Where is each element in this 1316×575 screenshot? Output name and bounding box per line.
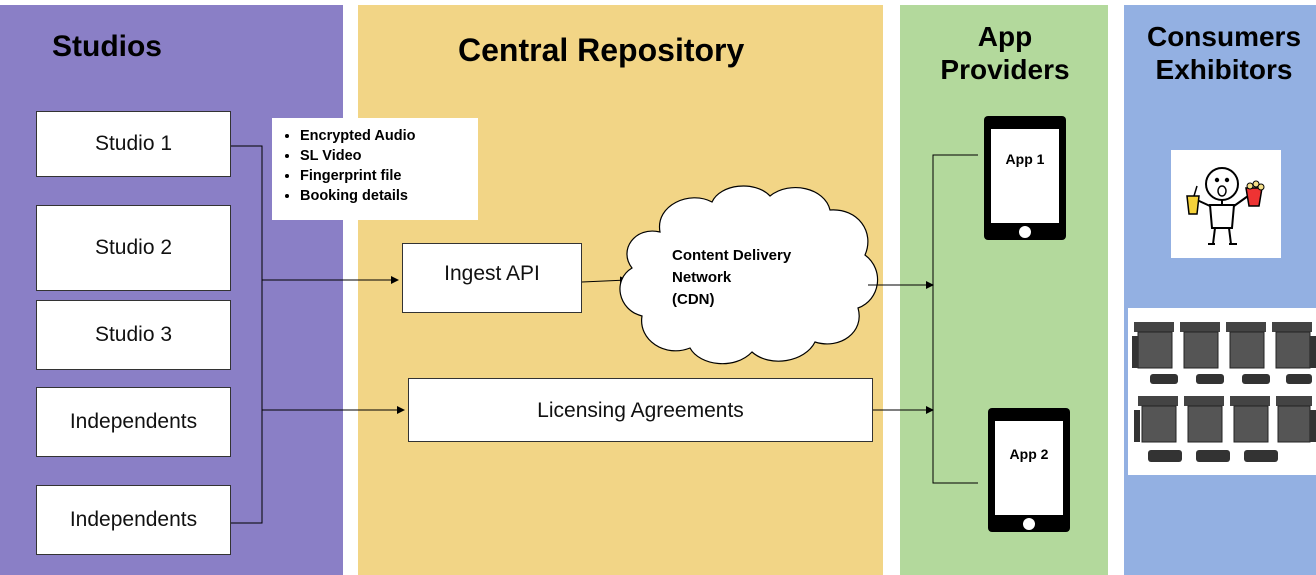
independents-box-1[interactable]: Independents <box>36 387 231 457</box>
phone-2-icon <box>988 408 1070 532</box>
consumers-title-line2: Exhibitors <box>1155 54 1293 85</box>
deliverable-item: Booking details <box>300 186 468 206</box>
app-providers-title: App Providers <box>905 20 1105 86</box>
phone-1-icon <box>984 116 1066 240</box>
arrow-ingest-to-cdn <box>581 276 628 285</box>
central-repository-title: Central Repository <box>458 32 745 68</box>
ingest-api-box[interactable]: Ingest API <box>402 243 582 313</box>
independents-box-2[interactable]: Independents <box>36 485 231 555</box>
app-providers-title-line2: Providers <box>940 54 1070 85</box>
consumers-title-line1: Consumers <box>1146 21 1302 52</box>
app-2-label: App 2 <box>1009 446 1049 462</box>
studio-box-1[interactable]: Studio 1 <box>36 111 231 177</box>
moviegoer-icon <box>1171 150 1281 258</box>
cdn-label-line1: Content Delivery <box>672 247 792 264</box>
studio-collector-bracket <box>231 145 263 524</box>
deliverables-list: Encrypted Audio SL Video Fingerprint fil… <box>282 126 468 206</box>
studio-box-3[interactable]: Studio 3 <box>36 300 231 370</box>
deliverables-note: Encrypted Audio SL Video Fingerprint fil… <box>272 118 478 220</box>
cdn-label-line2: Network <box>672 269 732 286</box>
consumers-exhibitors-lane <box>1124 5 1316 575</box>
cdn-label-line3: (CDN) <box>672 291 715 308</box>
deliverable-item: SL Video <box>300 146 468 166</box>
consumers-title: Consumers Exhibitors <box>1124 20 1316 86</box>
cdn-label: Content Delivery Network (CDN) <box>672 245 842 311</box>
theater-seats-icon <box>1128 308 1316 475</box>
studios-title: Studios <box>52 30 162 63</box>
cdn-cloud-shape <box>619 185 879 365</box>
deliverable-item: Encrypted Audio <box>300 126 468 146</box>
app-providers-title-line1: App <box>977 21 1033 52</box>
app-collector-bracket <box>932 154 978 484</box>
licensing-agreements-box[interactable]: Licensing Agreements <box>408 378 873 442</box>
app-1-label: App 1 <box>1005 151 1045 167</box>
studio-box-2[interactable]: Studio 2 <box>36 205 231 291</box>
deliverable-item: Fingerprint file <box>300 166 468 186</box>
